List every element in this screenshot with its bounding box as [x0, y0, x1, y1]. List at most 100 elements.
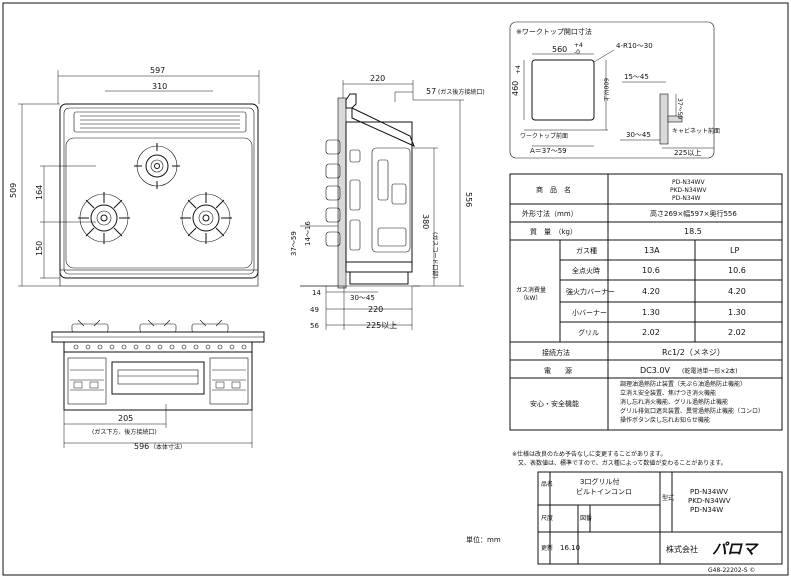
- side-view: 220 57 (ガス後方接続口) 556 380 (ガスコード口部): [290, 74, 485, 330]
- h-model: 型式: [662, 494, 674, 502]
- row-value-small-13a: 1.30: [642, 308, 660, 317]
- doc-number: G48-22202-S ©: [708, 567, 755, 574]
- front-elevation: 205 (ガス下方、後方接続口) 596 （本体寸法）: [51, 319, 265, 451]
- h-product: 商 品 名: [536, 185, 571, 194]
- dim-15-45: 15～45: [624, 73, 649, 81]
- dim-220-top: 220: [370, 74, 385, 83]
- row-value-grill-lp: 2.02: [728, 328, 746, 337]
- v-power: DC3.0V: [640, 366, 670, 375]
- top-view: 597 310 509 164 150: [9, 66, 260, 287]
- h-connection: 接続方法: [542, 348, 570, 357]
- h-weight: 質 量 （kg）: [530, 227, 577, 236]
- dim-14-16: 14～16: [304, 221, 312, 246]
- name-line-1: 3口グリル付: [580, 477, 619, 486]
- company-name: 株式会社: [666, 544, 698, 554]
- worktop-title: ※ワークトップ開口寸法: [516, 27, 592, 36]
- v-connection: Rc1/2（メネジ）: [662, 348, 725, 357]
- h-size: 外形寸法（mm）: [522, 209, 578, 218]
- note-gas-rear: (ガス後方接続口): [438, 88, 485, 96]
- dim-49: 49: [310, 306, 319, 314]
- dim-556: 556: [464, 192, 473, 207]
- dim-37-59: 37～59: [290, 231, 298, 256]
- product-name-1: PD-N34WV: [672, 179, 705, 186]
- note-gas-connection: (ガス下方、後方接続口): [92, 428, 157, 436]
- h-gas-consumption-unit: （kW）: [520, 295, 541, 302]
- product-name-3: PD-N34W: [672, 195, 701, 202]
- row-value-strong-lp: 4.20: [728, 287, 746, 296]
- row-value-strong-13a: 4.20: [642, 287, 660, 296]
- dim-164: 164: [35, 185, 44, 200]
- row-label-all: 全点火時: [572, 266, 600, 275]
- row-value-all-lp: 10.6: [728, 266, 746, 275]
- row-label-small: 小バーナー: [572, 308, 607, 317]
- safety-line-1: 調理油過熱防止装置（天ぷら油過熱防止機能）: [620, 380, 746, 388]
- dim-460: 460: [511, 81, 520, 96]
- tol-560-plus: +4: [574, 42, 583, 49]
- gas-13a: 13A: [644, 246, 660, 255]
- dim-225-worktop: 225以上: [674, 148, 701, 157]
- dim-30-45-worktop: 30～45: [626, 131, 651, 139]
- dim-56: 56: [310, 322, 319, 330]
- dim-600: 600以上: [602, 78, 610, 101]
- tol-560-minus: -0: [574, 49, 580, 56]
- note-line-1: ※仕様は改良のため予告なしに変更することがあります。: [512, 450, 666, 458]
- dim-596: 596: [134, 442, 149, 451]
- tol-460-plus: +4: [515, 65, 522, 74]
- note-380: (ガスコード口部): [431, 232, 439, 279]
- note-body-dim: （本体寸法）: [150, 443, 186, 451]
- left-burner: [78, 192, 130, 244]
- paloma-logo: パロマ: [712, 540, 759, 558]
- label-worktop-front: ワークトップ前面: [520, 132, 568, 140]
- safety-line-5: 操作ボタン戻し忘れお知らせ機能: [620, 416, 710, 424]
- h-name: 品名: [541, 480, 553, 488]
- dim-150: 150: [35, 241, 44, 256]
- h-gas-consumption: ガス消費量: [516, 286, 546, 294]
- model-line-1: PD-N34WV: [690, 488, 728, 496]
- dim-380: 380: [421, 214, 430, 229]
- unit-label: 単位：mm: [466, 535, 501, 544]
- dim-597: 597: [150, 66, 165, 75]
- v-weight: 18.5: [684, 227, 702, 236]
- dim-radius: 4-R10～30: [616, 42, 653, 50]
- title-block: 単位：mm 品名 3口グリル付 ビルトインコンロ 型式 PD-N34WV PKD…: [466, 471, 783, 574]
- dim-220-bottom: 220: [368, 305, 383, 314]
- dim-30-45: 30～45: [350, 294, 375, 302]
- spec-table: 商 品 名 PD-N34WV PKD-N34WV PD-N34W 外形寸法（mm…: [509, 173, 783, 431]
- gas-lp: LP: [730, 246, 739, 255]
- h-gas-type: ガス種: [576, 246, 597, 255]
- safety-line-4: グリル排気口遮炎装置、異常過熱防止機能（コンロ）: [620, 407, 764, 415]
- h-scale: 尺度: [541, 514, 553, 522]
- dim-509: 509: [9, 183, 18, 198]
- h-drawing: 図番: [580, 515, 592, 522]
- dim-37-59-worktop: 37～59: [676, 98, 683, 119]
- dim-310: 310: [152, 82, 167, 91]
- row-value-grill-13a: 2.02: [642, 328, 660, 337]
- revision: 16.10: [560, 544, 580, 552]
- dim-57: 57: [426, 87, 436, 96]
- dim-225: 225以上: [366, 321, 397, 330]
- h-power: 電 源: [544, 366, 572, 375]
- note-line-2: 又、表数値は、標準ですので、ガス種によって数値が変わることがあります。: [512, 459, 727, 467]
- model-line-2: PKD-N34WV: [688, 497, 731, 505]
- row-label-grill: グリル: [578, 328, 599, 337]
- row-value-all-13a: 10.6: [642, 266, 660, 275]
- worktop-opening: ※ワークトップ開口寸法 560 +4 -0 4-R10～30 460 +4 60…: [509, 21, 720, 159]
- name-line-2: ビルトインコンロ: [576, 487, 632, 496]
- model-line-3: PD-N34W: [690, 506, 723, 514]
- rear-burner: [134, 143, 180, 189]
- dim-205: 205: [118, 414, 133, 423]
- side-knobs: [325, 139, 361, 251]
- dim-14: 14: [312, 289, 321, 297]
- h-revision: 更新: [541, 544, 553, 552]
- row-label-strong: 強火力バーナー: [566, 287, 615, 296]
- safety-line-2: 立消え安全装置、焦げつき消火機能: [620, 389, 716, 397]
- dim-a: A＝37～59: [530, 147, 567, 155]
- product-name-2: PKD-N34WV: [670, 187, 707, 194]
- label-cabinet-front: キャビネット前面: [672, 127, 720, 135]
- row-value-small-lp: 1.30: [728, 308, 746, 317]
- rear-vent-grille: [80, 115, 240, 129]
- right-burner: [180, 192, 232, 244]
- v-power-note: (乾電池単一形×2本): [682, 367, 738, 375]
